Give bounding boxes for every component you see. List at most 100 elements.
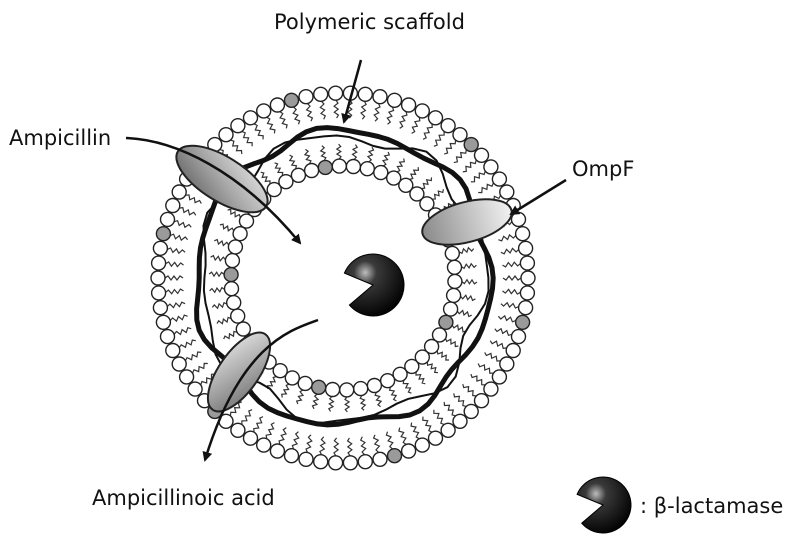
lipid-head bbox=[402, 98, 416, 112]
lipid-head bbox=[219, 128, 233, 142]
lipid-tail bbox=[320, 437, 325, 455]
lipid-tail bbox=[334, 438, 338, 456]
lipid-tail bbox=[471, 374, 485, 385]
lipid-head bbox=[484, 382, 498, 396]
lipid-head bbox=[225, 254, 239, 268]
lipid-head bbox=[285, 93, 299, 107]
lipid-tail bbox=[321, 146, 326, 161]
lipid-tail bbox=[266, 423, 274, 439]
lipid-head bbox=[453, 414, 467, 428]
lipid-tail bbox=[220, 224, 234, 231]
lipid-tail bbox=[446, 338, 459, 346]
lipid-tail bbox=[210, 288, 225, 293]
lipid-head bbox=[231, 309, 245, 323]
beta-lactamase-legend-label: : β-lactamase bbox=[640, 496, 783, 517]
lipid-head bbox=[520, 256, 534, 270]
lipid-head bbox=[521, 271, 535, 285]
lipid-tail bbox=[463, 384, 476, 396]
lipid-tail bbox=[279, 428, 286, 445]
lipid-head bbox=[475, 148, 489, 162]
lipid-head bbox=[516, 315, 530, 329]
lipid-tail bbox=[399, 428, 406, 445]
lipid-head bbox=[166, 199, 180, 213]
lipid-tail bbox=[403, 380, 411, 393]
lipid-tail bbox=[390, 387, 397, 401]
lipid-head bbox=[448, 274, 462, 288]
lipid-tail bbox=[166, 262, 184, 267]
lipid-tail bbox=[501, 303, 519, 308]
polymeric-scaffold-label: Polymeric scaffold bbox=[274, 12, 465, 33]
lipid-tail bbox=[348, 438, 352, 456]
lipid-head bbox=[367, 379, 381, 393]
lipid-tail bbox=[478, 364, 493, 374]
lipid-head bbox=[374, 166, 388, 180]
lipid-head bbox=[429, 111, 443, 125]
lipid-tail bbox=[495, 329, 512, 336]
lipid-head bbox=[305, 164, 319, 178]
lipid-tail bbox=[261, 172, 270, 184]
lipid-tail bbox=[434, 132, 444, 147]
lipid-head bbox=[244, 111, 258, 125]
lipid-tail bbox=[485, 352, 501, 361]
lipid-head bbox=[346, 160, 360, 174]
lipid-tail bbox=[463, 160, 476, 172]
lipid-head bbox=[156, 315, 170, 329]
lipid-tail bbox=[293, 107, 299, 124]
lipid-tail bbox=[212, 303, 227, 309]
lipid-head bbox=[166, 344, 180, 358]
lipid-head bbox=[285, 449, 299, 463]
lipid-tail bbox=[361, 437, 366, 455]
lipid-tail bbox=[410, 167, 419, 179]
lipid-tail bbox=[457, 311, 471, 317]
lipid-tail bbox=[397, 159, 404, 172]
lipid-head bbox=[332, 159, 346, 173]
lipid-tail bbox=[305, 149, 311, 163]
lipid-tail bbox=[345, 397, 349, 412]
lipid-tail bbox=[170, 234, 187, 240]
ampicillin-label: Ampicillin bbox=[9, 128, 111, 149]
lipid-head bbox=[233, 227, 247, 241]
lipid-head bbox=[270, 444, 284, 458]
lipid-head bbox=[373, 90, 387, 104]
lipid-tail bbox=[267, 117, 275, 133]
lipid-tail bbox=[214, 240, 228, 246]
lipid-tail bbox=[454, 393, 467, 406]
lipid-tail bbox=[290, 155, 297, 169]
lipid-head bbox=[445, 246, 459, 260]
lipid-tail bbox=[217, 317, 231, 323]
lipid-head bbox=[519, 241, 533, 255]
lipid-tail bbox=[444, 140, 455, 154]
lipid-head bbox=[354, 382, 368, 396]
lipid-head bbox=[340, 383, 354, 397]
lipid-head bbox=[393, 367, 407, 381]
lipid-head bbox=[343, 456, 357, 470]
lipid-tail bbox=[353, 145, 358, 160]
lipid-head bbox=[444, 302, 458, 316]
lipid-tail bbox=[360, 396, 365, 411]
lipid-tail bbox=[471, 171, 485, 182]
lipid-tail bbox=[211, 256, 226, 261]
lipid-head bbox=[506, 344, 520, 358]
lipid-tail bbox=[432, 189, 443, 199]
lipid-head bbox=[453, 128, 467, 142]
lipid-tail bbox=[230, 140, 241, 154]
lipid-head bbox=[448, 260, 462, 274]
lipid-head bbox=[188, 382, 202, 396]
lipid-head bbox=[464, 138, 478, 152]
lipid-tail bbox=[503, 262, 521, 267]
lipid-head bbox=[153, 301, 167, 315]
lipid-head bbox=[329, 456, 343, 470]
lipid-tail bbox=[490, 341, 507, 349]
lipid-head bbox=[257, 438, 271, 452]
lipid-tail bbox=[209, 272, 224, 276]
lipid-head bbox=[388, 449, 402, 463]
lipid-tail bbox=[462, 280, 477, 284]
lipid-tail bbox=[320, 101, 325, 119]
lipid-head bbox=[415, 104, 429, 118]
lipid-tail bbox=[329, 397, 334, 412]
lipid-head bbox=[291, 168, 305, 182]
lipid-head bbox=[519, 301, 533, 315]
lipid-tail bbox=[313, 394, 319, 409]
lipid-tail bbox=[374, 104, 380, 122]
